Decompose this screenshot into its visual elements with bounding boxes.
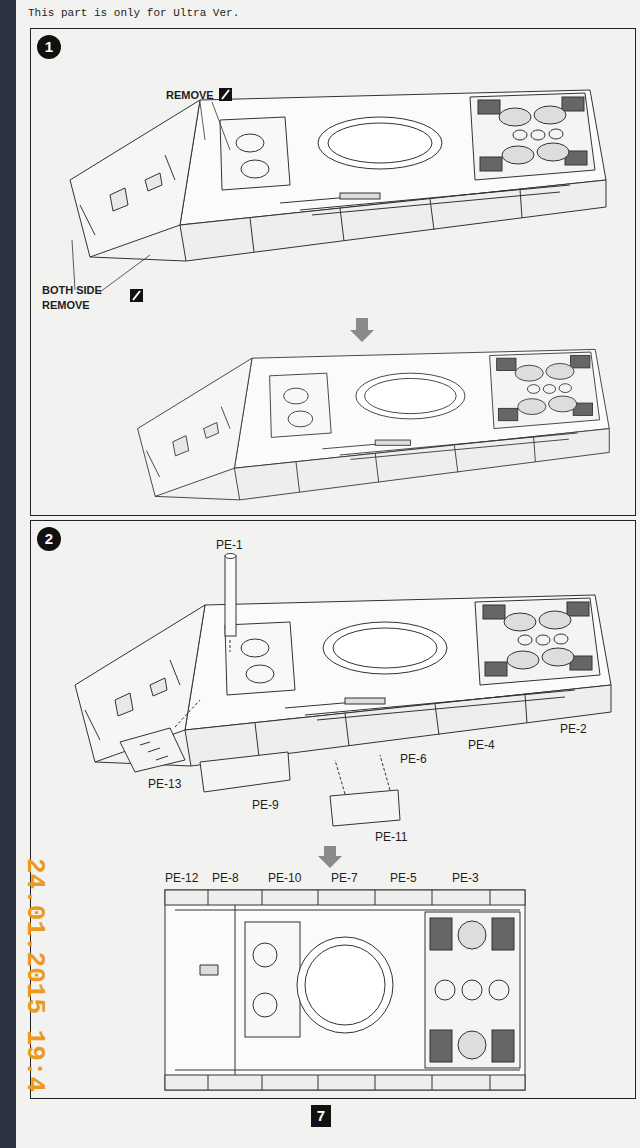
part-number: PE-6: [400, 752, 427, 766]
header-note: This part is only for Ultra Ver.: [28, 6, 239, 20]
part-number: PE-9: [252, 798, 279, 812]
page-number-box: 7: [311, 1105, 331, 1127]
step-panel: 2: [30, 520, 636, 1099]
part-number: PE-8: [212, 871, 239, 885]
step-number: 1: [37, 35, 61, 59]
part-number: PE-11: [375, 830, 407, 844]
part-number: PE-12: [165, 871, 198, 885]
instruction-text: REMOVE: [166, 88, 214, 102]
part-number: PE-7: [331, 871, 358, 885]
part-number: PE-4: [468, 738, 495, 752]
hull-top-view: [165, 890, 525, 1090]
date-stamp: 24.01.2015 19:4: [20, 858, 50, 1092]
part-number: PE-2: [560, 722, 587, 736]
page-number: 7: [311, 1105, 331, 1127]
cut-icon: [130, 88, 232, 302]
part-number: PE-13: [148, 777, 181, 791]
part-number: PE-1: [216, 538, 243, 552]
step-panel: 1: [30, 28, 636, 516]
part-number: PE-5: [390, 871, 417, 885]
part-number: PE-3: [452, 871, 479, 885]
step-number: 2: [37, 527, 61, 551]
instruction-text: BOTH SIDE REMOVE: [42, 283, 114, 313]
part-number: PE-10: [268, 871, 301, 885]
